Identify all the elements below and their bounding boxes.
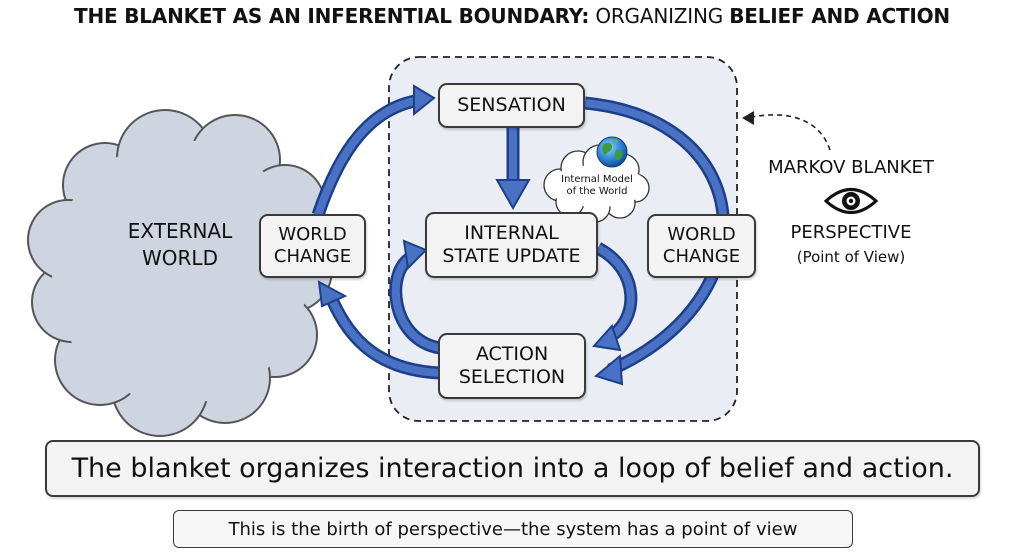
perspective-label: PERSPECTIVE xyxy=(790,222,912,243)
eye-icon xyxy=(823,188,879,214)
world-change-right-box: WORLD CHANGE xyxy=(647,214,756,278)
thought-bubble-text: Internal Model of the World xyxy=(547,174,647,198)
external-world-line1: EXTERNAL xyxy=(127,219,233,243)
world-change-right-line2: CHANGE xyxy=(662,246,741,267)
arrow-action-to-internal-inner xyxy=(389,239,442,355)
thought-bubble xyxy=(543,144,650,237)
arrow-sensation-to-internal xyxy=(495,128,531,211)
sensation-box: SENSATION xyxy=(438,83,585,128)
world-change-left-line1: WORLD xyxy=(278,224,347,246)
markov-blanket-label: MARKOV BLANKET xyxy=(768,157,934,178)
internal-state-line2: STATE UPDATE xyxy=(442,245,581,267)
internal-state-update-box: INTERNAL STATE UPDATE xyxy=(425,212,598,278)
internal-state-line1: INTERNAL xyxy=(464,221,559,244)
summary-banner: The blanket organizes interaction into a… xyxy=(45,440,980,497)
thought-bubble-line1: Internal Model xyxy=(561,174,633,185)
external-world-label: EXTERNAL WORLD xyxy=(120,218,240,272)
arrow-internal-to-action-inner xyxy=(592,242,638,352)
perspective-subbanner: This is the birth of perspective—the sys… xyxy=(173,510,853,548)
sensation-label: SENSATION xyxy=(457,93,566,116)
arrow-action-to-world-left xyxy=(317,280,441,380)
page-title: THE BLANKET AS AN INFERENTIAL BOUNDARY: … xyxy=(0,4,1024,28)
arrow-world-to-sensation-left xyxy=(311,84,436,218)
title-regular-part: ORGANIZING xyxy=(595,4,724,28)
world-change-right-line1: WORLD xyxy=(667,224,736,246)
title-bold-end: BELIEF AND ACTION xyxy=(729,4,950,28)
globe-icon xyxy=(596,136,628,168)
action-selection-line2: SELECTION xyxy=(458,366,566,388)
markov-blanket-pointer-arrow xyxy=(742,111,831,151)
point-of-view-label: (Point of View) xyxy=(796,248,906,266)
external-world-line2: WORLD xyxy=(142,246,218,270)
world-change-left-box: WORLD CHANGE xyxy=(259,214,366,278)
world-change-left-line2: CHANGE xyxy=(273,246,352,267)
thought-bubble-line2: of the World xyxy=(566,186,628,197)
action-selection-box: ACTION SELECTION xyxy=(438,333,586,399)
title-bold-part: THE BLANKET AS AN INFERENTIAL BOUNDARY: xyxy=(74,4,590,28)
action-selection-line1: ACTION xyxy=(475,342,549,365)
